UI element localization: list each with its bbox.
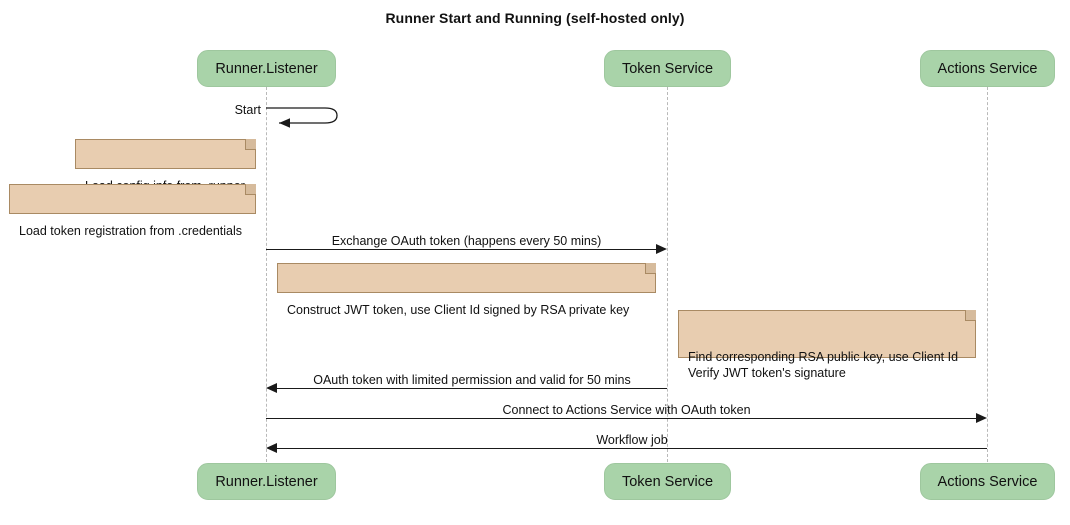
note-text: Find corresponding RSA public key, use C…: [688, 350, 959, 380]
note-fold-icon: [645, 263, 656, 274]
arrowhead-left: [266, 383, 277, 393]
arrowhead-left: [266, 443, 277, 453]
participant-token-top[interactable]: Token Service: [604, 50, 731, 87]
note-text: Construct JWT token, use Client Id signe…: [287, 303, 630, 317]
message-label-connect-to-actions-service: Connect to Actions Service with OAuth to…: [502, 403, 751, 417]
message-line-workflow-job: [277, 448, 987, 449]
note-load-token-registration: Load token registration from .credential…: [9, 184, 256, 238]
participant-actions-bottom[interactable]: Actions Service: [920, 463, 1055, 500]
note-fold-icon: [245, 184, 256, 195]
participant-label: Actions Service: [937, 473, 1038, 490]
lifeline-actions: [987, 87, 988, 462]
note-fold-icon: [965, 310, 976, 321]
message-label-oauth-token-returned: OAuth token with limited permission and …: [313, 373, 631, 387]
note-text: Load token registration from .credential…: [19, 224, 243, 238]
note-fold-icon: [245, 139, 256, 150]
message-label-exchange-oauth-token: Exchange OAuth token (happens every 50 m…: [331, 234, 602, 248]
message-line-connect-to-actions-service: [266, 418, 976, 419]
participant-label: Runner.Listener: [215, 473, 318, 490]
message-line-exchange-oauth-token: [266, 249, 656, 250]
participant-runner-bottom[interactable]: Runner.Listener: [197, 463, 336, 500]
participant-label: Token Service: [621, 60, 714, 77]
participant-label: Token Service: [621, 473, 714, 490]
diagram-title: Runner Start and Running (self-hosted on…: [385, 10, 685, 26]
note-construct-jwt-token: Construct JWT token, use Client Id signe…: [277, 263, 656, 317]
participant-runner-top[interactable]: Runner.Listener: [197, 50, 336, 87]
message-label-workflow-job: Workflow job: [596, 433, 668, 447]
lifeline-token: [667, 87, 668, 462]
note-verify-jwt-signature: Find corresponding RSA public key, use C…: [678, 310, 976, 380]
lifeline-runner: [266, 87, 267, 462]
participant-label: Runner.Listener: [215, 60, 318, 77]
message-line-oauth-token-returned: [277, 388, 667, 389]
note-load-config: Load config info from .runner: [75, 139, 256, 193]
participant-token-bottom[interactable]: Token Service: [604, 463, 731, 500]
self-message-start: [265, 103, 345, 131]
arrowhead-right: [656, 244, 667, 254]
message-label-start: Start: [234, 103, 261, 117]
participant-label: Actions Service: [937, 60, 1038, 77]
arrowhead-right: [976, 413, 987, 423]
participant-actions-top[interactable]: Actions Service: [920, 50, 1055, 87]
